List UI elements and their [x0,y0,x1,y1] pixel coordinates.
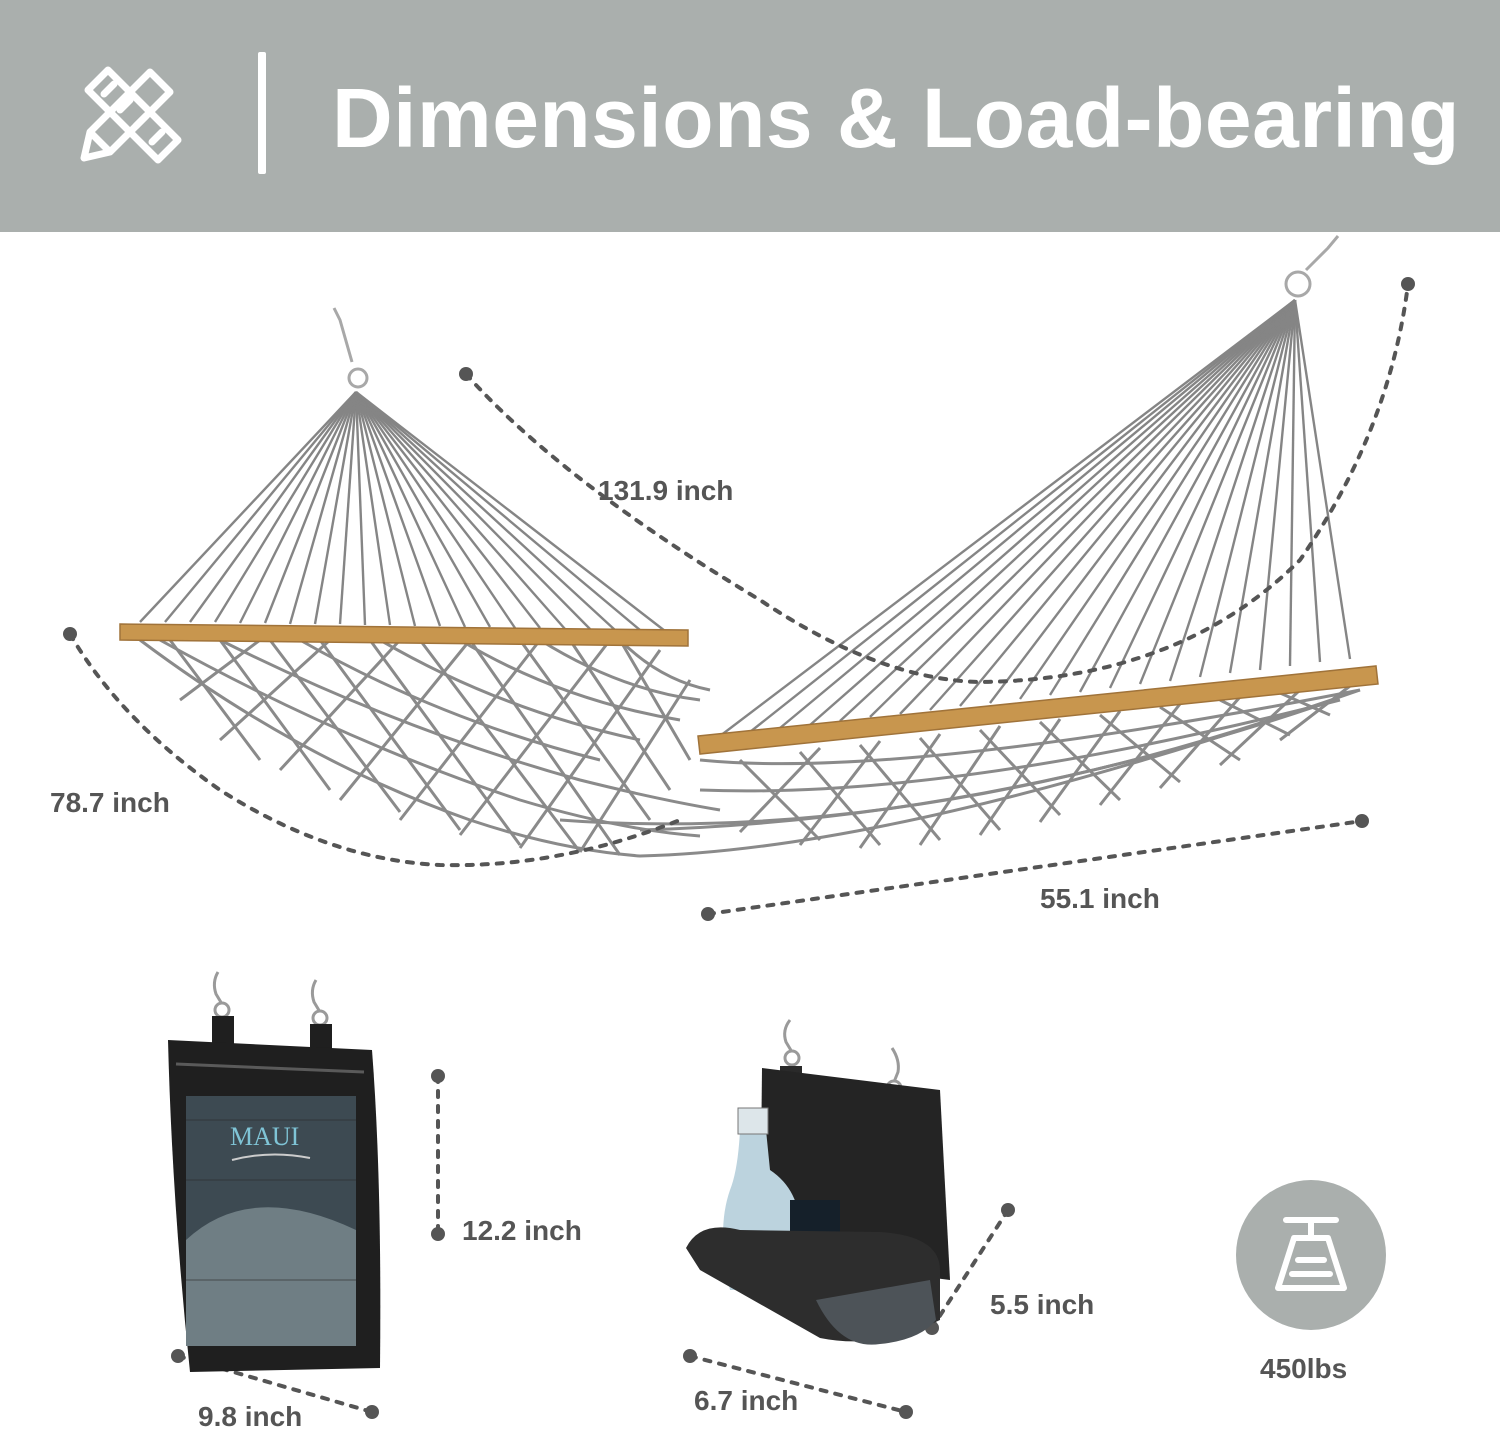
right-chain [1284,235,1340,298]
holder-width-label: 6.7 inch [694,1385,799,1416]
holder-height-label: 5.5 inch [990,1289,1095,1320]
product-illustration: MAUI [63,235,1415,1419]
header-divider [258,52,266,174]
book-pouch: MAUI [168,971,381,1372]
weight-capacity-label: 450lbs [1260,1353,1348,1384]
weight-icon [1275,1217,1347,1291]
hammock-spreader-label: 55.1 inch [1040,883,1160,914]
hammock [119,235,1379,858]
pouch-height-label: 12.2 inch [462,1215,582,1246]
bed-width-dotted-line [68,632,682,868]
hammock-net [139,638,1361,858]
left-chain [332,307,369,389]
holder-width-dotted-line [688,1354,908,1414]
right-suspension-ropes [719,299,1352,737]
hammock-bed-width-label: 78.7 inch [50,787,170,818]
dimension-endpoints [63,277,1415,1419]
header-banner: Dimensions & Load-bearing [0,0,1500,232]
pencil-ruler-icon [80,66,182,164]
pouch-width-label: 9.8 inch [198,1401,303,1432]
length-dotted-line [464,282,1410,685]
drink-holder [686,1019,950,1345]
weight-capacity-badge [1236,1180,1386,1330]
page-title: Dimensions & Load-bearing [332,71,1460,165]
spreader-bars [119,623,1379,755]
book-cover-title: MAUI [230,1122,299,1151]
spreader-dotted-line [706,819,1364,916]
hammock-length-label: 131.9 inch [598,475,734,506]
left-suspension-ropes [139,391,666,632]
